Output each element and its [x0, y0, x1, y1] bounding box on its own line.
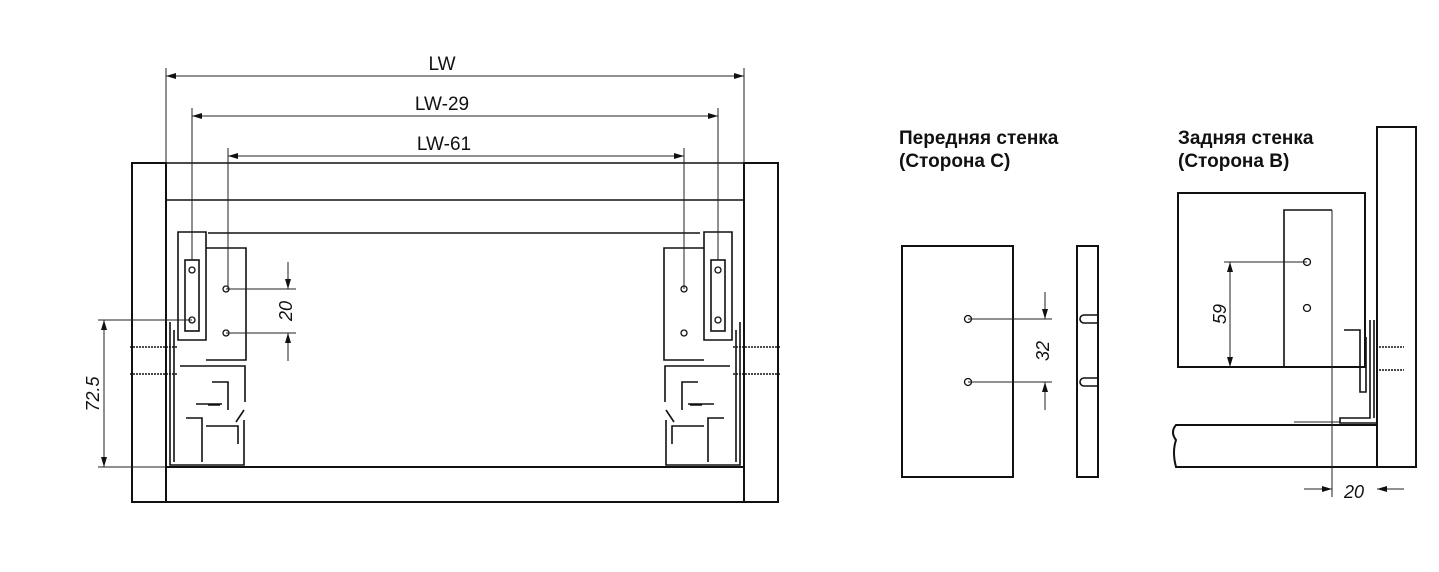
cabinet-side — [1376, 126, 1417, 468]
right-runner — [663, 231, 780, 466]
dim-offset-label: 20 — [1343, 482, 1364, 502]
dim-hole-spacing-label: 20 — [276, 301, 296, 322]
dim-hole-spacing-32-label: 32 — [1033, 341, 1053, 361]
screw-icon — [130, 346, 178, 375]
bottom-panel — [165, 466, 745, 503]
back-panel-subtitle: (Сторона В) — [1178, 151, 1289, 172]
dim-lw61-label: LW-61 — [417, 134, 471, 155]
dim-lw-label: LW — [428, 54, 455, 75]
back-panel-view: Задняя стенка (Сторона В) 59 20 — [1172, 126, 1417, 502]
left-side-panel — [131, 162, 167, 503]
dim-height-label: 72.5 — [83, 376, 103, 412]
back-panel — [1177, 192, 1366, 368]
dim-lw29-label: LW-29 — [415, 94, 469, 115]
front-panel-subtitle: (Сторона С) — [899, 151, 1010, 172]
drawer-bottom — [1172, 424, 1378, 468]
dim-hole-height-label: 59 — [1210, 304, 1230, 324]
back-panel-title: Задняя стенка — [1178, 128, 1314, 149]
front-panel-title: Передняя стенка — [899, 128, 1059, 149]
right-side-panel — [743, 162, 779, 503]
drawer-front-view: LW LW-29 LW-61 20 72.5 — [83, 54, 780, 503]
front-panel-view: Передняя стенка (Сторона С) 32 — [899, 128, 1099, 478]
